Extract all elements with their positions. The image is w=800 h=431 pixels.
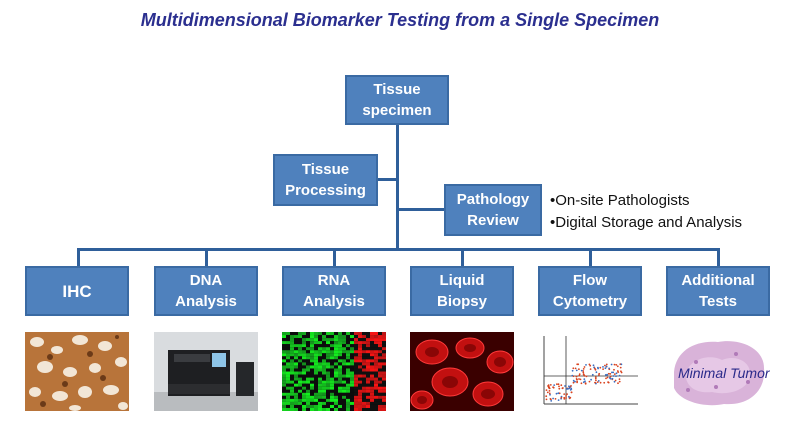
branch-drop-rna [333,248,336,266]
review-note-onsite: On-site Pathologists [550,190,742,212]
tissue-processing-node: Tissue Processing [273,154,378,206]
processing-connector [378,178,397,181]
tissue-specimen-node: Tissue specimen [345,75,449,125]
branch-drop-flow [589,248,592,266]
flow-cytometry-node: Flow Cytometry [538,266,642,316]
branch-drop-additional [717,248,720,266]
pathology-review-node: Pathology Review [444,184,542,236]
ihc-node: IHC [25,266,129,316]
red-blood-cells-image [410,332,514,411]
branch-drop-ihc [77,248,80,266]
liquid-biopsy-node: Liquid Biopsy [410,266,514,316]
tissue-slide-image [666,332,770,411]
dna-sequencer-photo [154,332,258,411]
review-note-digital: Digital Storage and Analysis [550,212,742,234]
trunk-line [396,125,399,250]
branch-bar [77,248,718,251]
additional-tests-node: Additional Tests [666,266,770,316]
review-connector [396,208,444,211]
minimal-tumor-caption: Minimal Tumor [678,365,770,381]
ihc-stain-micrograph [25,332,129,411]
rna-heatmap [282,332,386,411]
branch-drop-liquid [461,248,464,266]
review-notes: On-site Pathologists Digital Storage and… [550,190,742,234]
flow-cytometry-scatter-plot [538,332,642,411]
diagram-title: Multidimensional Biomarker Testing from … [140,10,660,30]
rna-analysis-node: RNA Analysis [282,266,386,316]
branch-drop-dna [205,248,208,266]
dna-analysis-node: DNA Analysis [154,266,258,316]
